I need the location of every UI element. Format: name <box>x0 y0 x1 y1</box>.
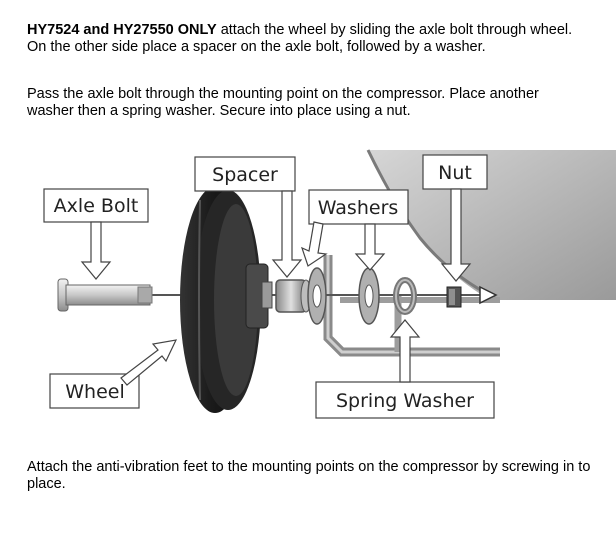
spacer-part <box>275 279 312 313</box>
washer-2-arrow-icon <box>354 223 386 271</box>
spring-washer-part <box>393 277 417 315</box>
spacer-label: Spacer <box>194 156 296 192</box>
instruction-paragraph-2: Pass the axle bolt through the mounting … <box>27 86 539 119</box>
nut-label-text: Nut <box>438 162 472 184</box>
spacer-arrow-icon <box>271 190 303 278</box>
washer-part-1 <box>307 267 327 325</box>
axle-bolt-part <box>57 278 153 312</box>
washer-1-arrow-icon <box>301 221 328 267</box>
nut-part <box>446 286 462 308</box>
instruction-paragraph-3: Attach the anti-vibration feet to the mo… <box>27 459 591 492</box>
axle-arrow-icon <box>479 285 498 305</box>
washers-label: Washers <box>308 189 409 225</box>
spring-washer-label: Spring Washer <box>315 381 495 419</box>
instruction-text-1: attach the wheel by sliding the axle bol… <box>27 22 573 55</box>
axle-bolt-label: Axle Bolt <box>43 188 149 223</box>
wheel-part <box>180 187 273 413</box>
washer-part-2 <box>358 267 380 325</box>
washers-label-text: Washers <box>318 197 399 219</box>
spring-washer-label-text: Spring Washer <box>336 390 474 412</box>
nut-label: Nut <box>422 154 488 190</box>
axle-bolt-label-text: Axle Bolt <box>54 195 139 217</box>
nut-arrow-icon <box>440 188 472 282</box>
instruction-paragraph-1: HY7524 and HY27550 ONLY attach the wheel… <box>27 22 587 56</box>
spacer-label-text: Spacer <box>212 164 278 186</box>
spring-washer-arrow-icon <box>389 319 421 383</box>
wheel-arrow-icon <box>120 339 178 386</box>
model-note: HY7524 and HY27550 ONLY <box>27 22 217 38</box>
wheel-label-text: Wheel <box>65 381 125 403</box>
axle-bolt-arrow-icon <box>80 221 112 280</box>
